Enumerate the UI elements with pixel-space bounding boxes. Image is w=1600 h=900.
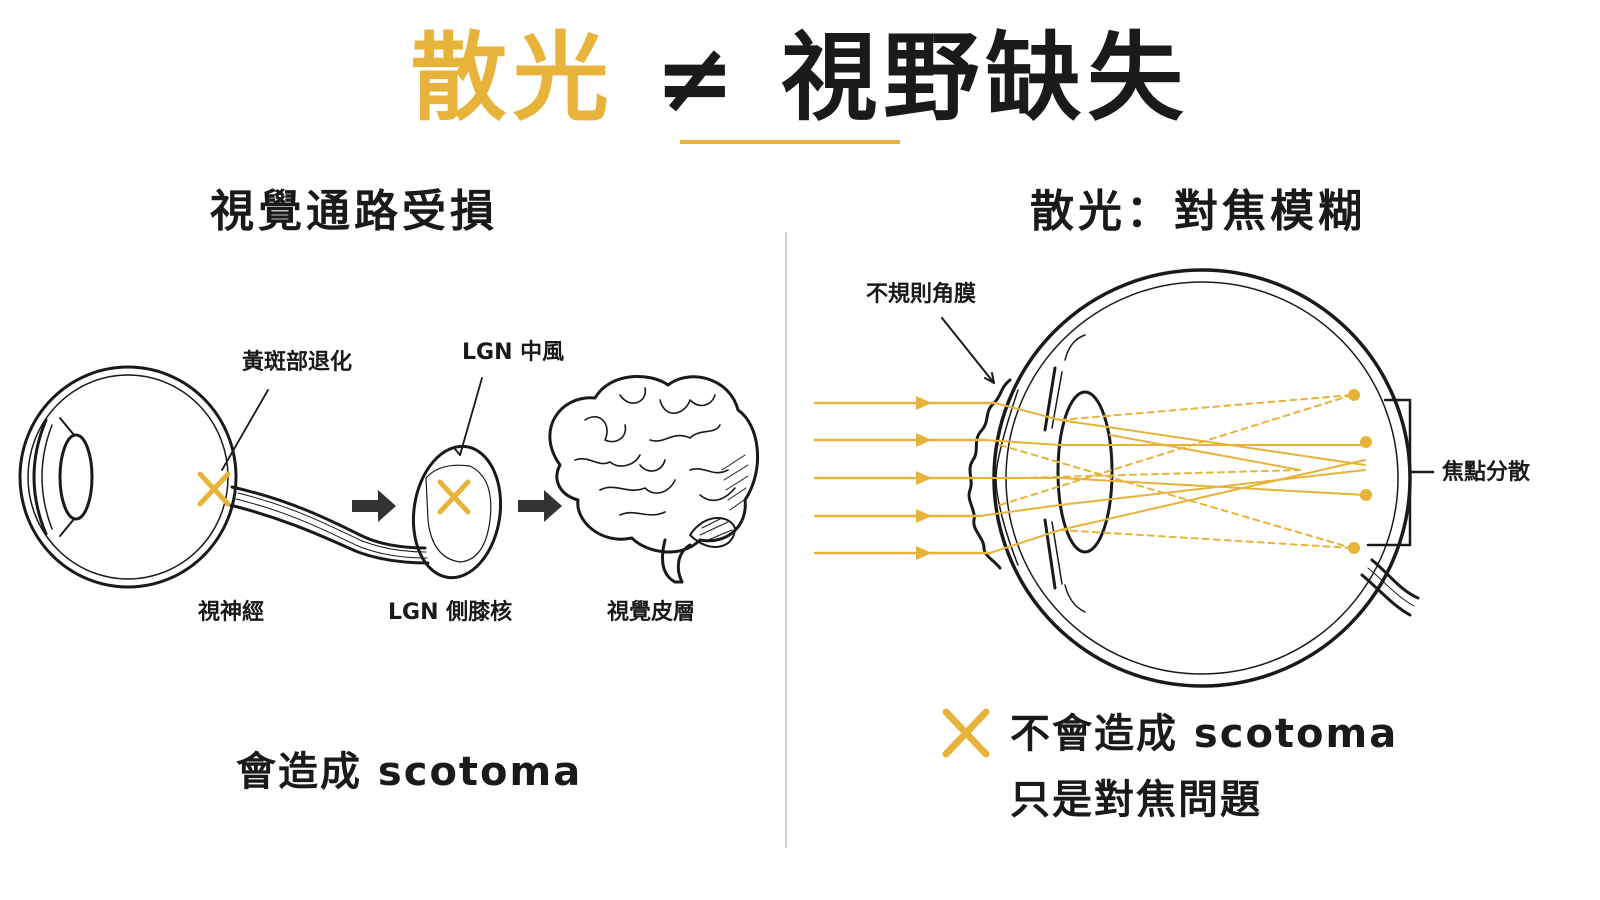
right-conclusion-line1: 不會造成 scotoma bbox=[1010, 711, 1399, 757]
light-rays bbox=[813, 401, 997, 555]
x-mark-icon bbox=[197, 471, 231, 507]
left-conclusion: 會造成 scotoma bbox=[236, 749, 583, 795]
label-lgn-stroke: LGN 中風 bbox=[462, 340, 565, 365]
label-macula: 黃斑部退化 bbox=[242, 350, 353, 375]
lgn-pointer bbox=[459, 377, 483, 456]
title-underline bbox=[680, 140, 900, 144]
arrow-right-icon bbox=[352, 490, 396, 522]
title-accent: 散光 bbox=[410, 22, 615, 134]
label-cortex: 視覺皮層 bbox=[607, 600, 696, 625]
title-neq: ≠ bbox=[654, 22, 742, 134]
page-title: 散光 ≠ 視野缺失 bbox=[0, 18, 1600, 138]
x-mark-icon bbox=[437, 479, 471, 515]
x-mark-icon bbox=[942, 708, 990, 758]
label-cornea: 不規則角膜 bbox=[866, 282, 977, 307]
ray-arrowheads bbox=[916, 396, 932, 560]
lgn-illustration bbox=[411, 444, 503, 580]
optic-nerve-illustration bbox=[228, 485, 430, 565]
title-rest: 視野缺失 bbox=[781, 22, 1190, 134]
focal-points bbox=[1348, 389, 1372, 554]
left-heading: 視覺通路受損 bbox=[210, 186, 498, 237]
arrow-right-icon bbox=[518, 490, 562, 522]
right-heading: 散光：對焦模糊 bbox=[1030, 186, 1366, 237]
center-divider bbox=[785, 232, 787, 848]
label-optic-nerve: 視神經 bbox=[198, 600, 265, 625]
right-conclusion-line2: 只是對焦問題 bbox=[1010, 777, 1262, 823]
macula-pointer bbox=[221, 389, 269, 471]
label-lgn: LGN 側膝核 bbox=[388, 600, 513, 625]
cornea-pointer bbox=[941, 317, 995, 384]
brain-illustration bbox=[548, 374, 760, 584]
label-focus-scatter: 焦點分散 bbox=[1442, 460, 1531, 485]
